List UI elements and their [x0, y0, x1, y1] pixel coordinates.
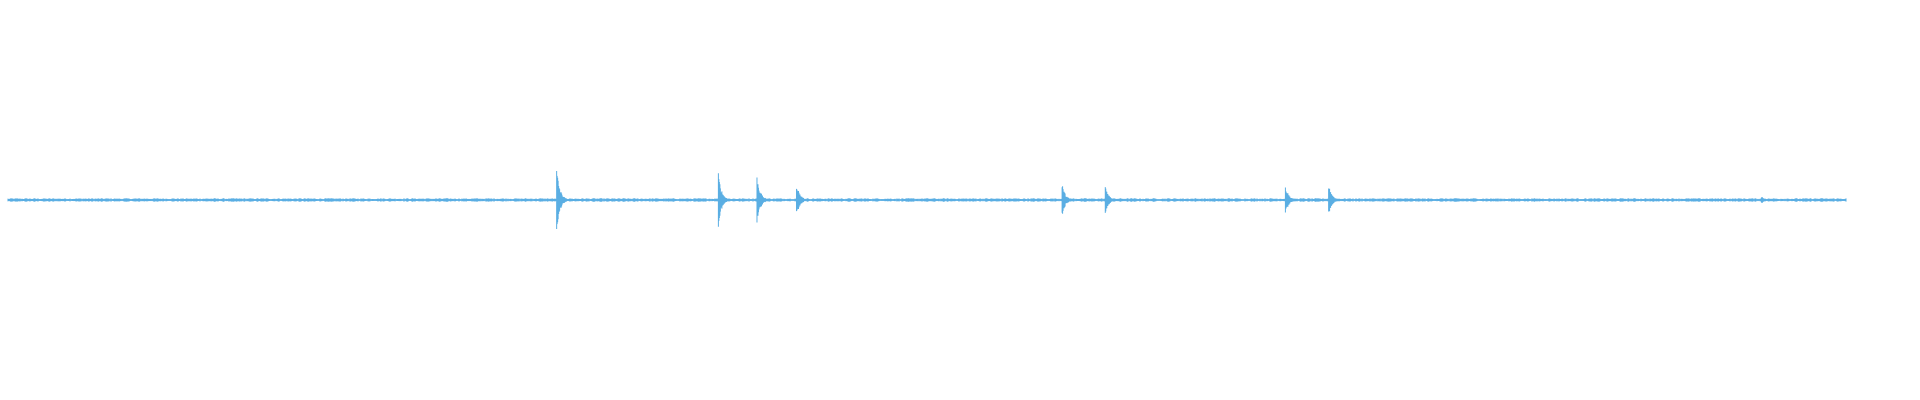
waveform-transient-6	[1104, 187, 1120, 213]
waveform-transient-2	[717, 173, 733, 227]
waveform-trace	[7, 170, 1847, 230]
waveform-transient-3	[756, 177, 772, 223]
waveform-transient-8	[1328, 188, 1344, 212]
waveform-transient-9	[1760, 197, 1776, 203]
waveform-transient-5	[1061, 186, 1077, 214]
waveform-transient-1	[556, 170, 572, 230]
waveform-transient-4	[796, 188, 811, 212]
waveform-transient-7	[1284, 187, 1300, 213]
